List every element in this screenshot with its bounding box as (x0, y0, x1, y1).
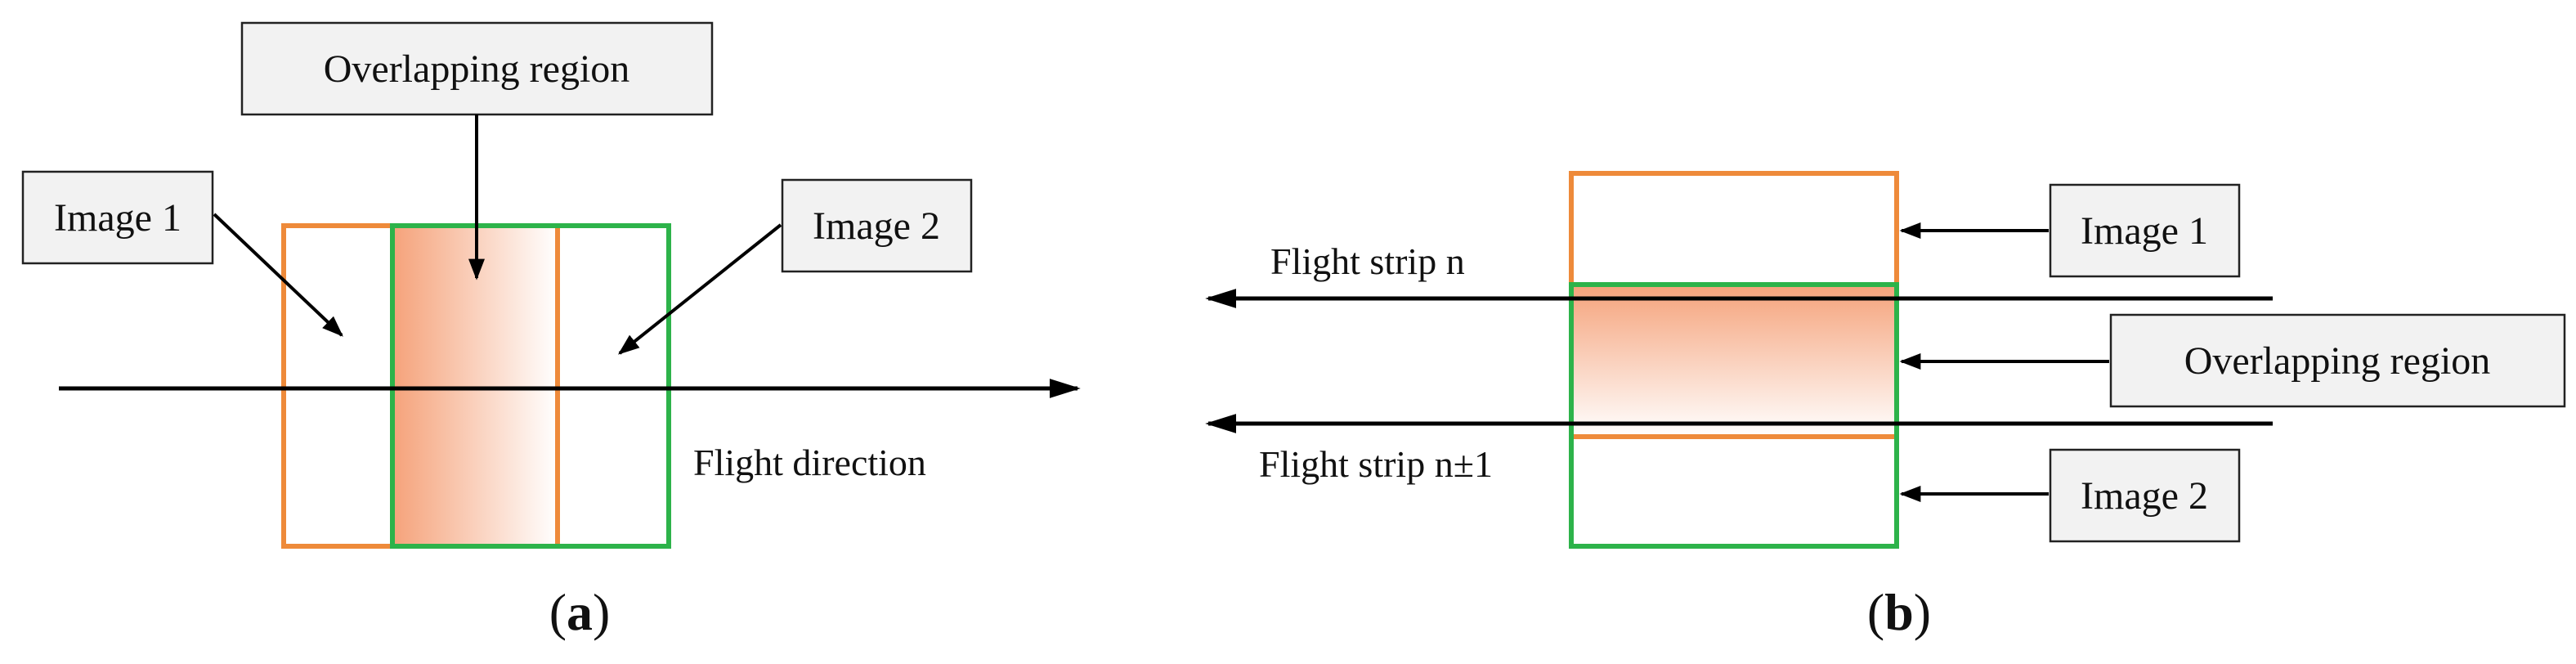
image-2-label-a: Image 2 (813, 204, 940, 248)
image-2-frame-b (1569, 282, 1899, 549)
image-2-frame-a (390, 223, 671, 549)
caption-b-letter: b (1884, 583, 1914, 641)
caption-a-letter: a (567, 583, 593, 641)
flight-direction-label: Flight direction (693, 442, 926, 483)
image-1-label-a: Image 1 (54, 196, 181, 240)
overlapping-region-box-a (240, 21, 714, 116)
flight-strip-n-pm1-label: Flight strip n±1 (1259, 443, 1493, 485)
image-1-box-b (2049, 183, 2241, 278)
image-2-box-b (2049, 448, 2241, 543)
caption-b: (b) (1867, 583, 1931, 641)
overlap-gradient-b (1571, 285, 1897, 437)
image-1-label-b: Image 1 (2081, 209, 2208, 253)
caption-a: (a) (549, 583, 611, 641)
panel-b: Flight strip n Flight strip n±1 Image 1 … (1205, 171, 2566, 641)
image-2-pointer-a (617, 223, 782, 355)
panel-a: Flight direction Overlapping region Imag… (21, 21, 1081, 641)
overlapping-region-label-b: Overlapping region (2184, 339, 2491, 383)
image-1-box-a (21, 170, 214, 265)
image-1-pointer-a (213, 213, 343, 337)
image-2-box-a (781, 178, 973, 273)
overlapping-region-label-a: Overlapping region (324, 47, 630, 91)
image-2-label-b: Image 2 (2081, 474, 2208, 518)
flight-strip-n-label: Flight strip n (1270, 240, 1465, 282)
overlapping-region-box-b (2109, 313, 2566, 408)
